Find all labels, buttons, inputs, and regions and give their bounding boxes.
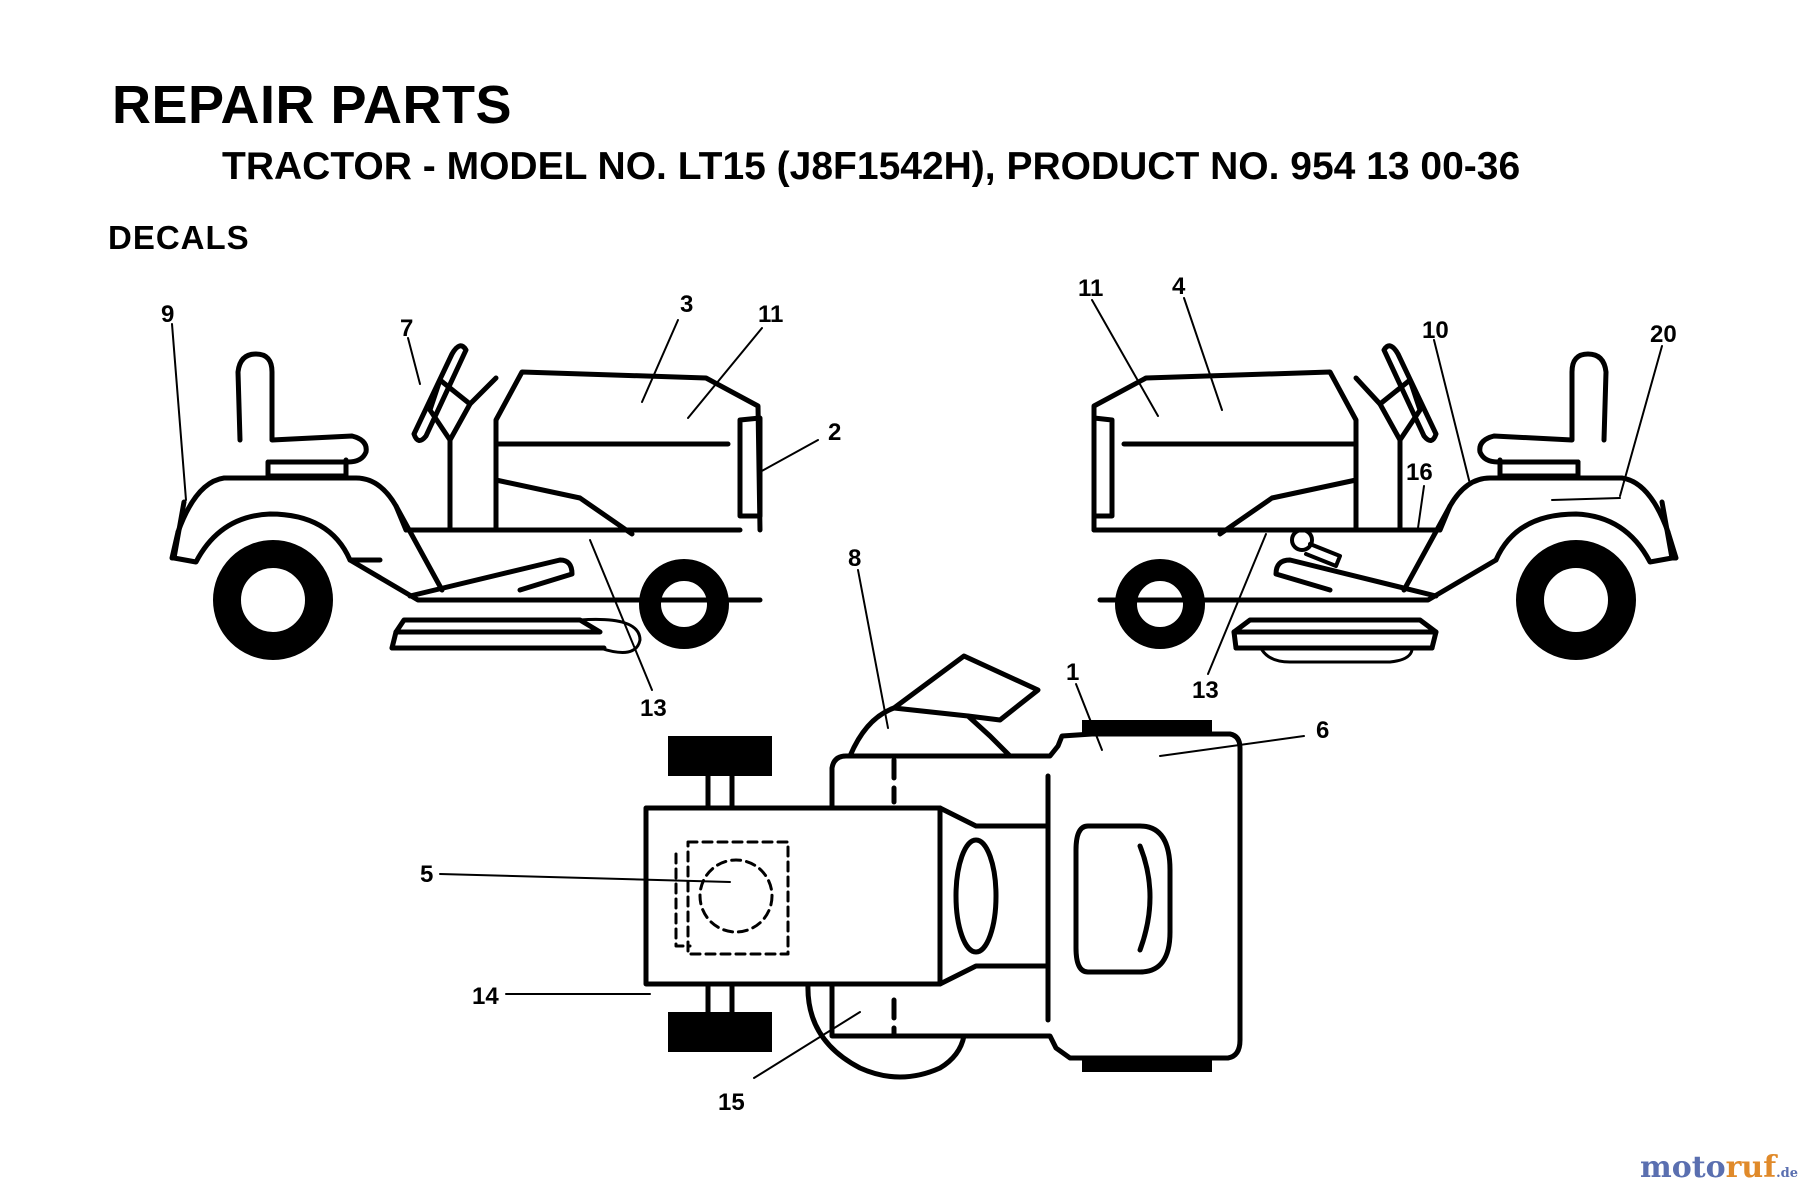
callout-2: 2: [828, 419, 841, 446]
tractor-left-view: [169, 343, 763, 660]
callout-14: 14: [472, 983, 499, 1010]
callout-10: 10: [1422, 317, 1449, 344]
watermark-part1: moto: [1640, 1150, 1726, 1185]
callout-4: 4: [1172, 273, 1186, 300]
callout-11-left: 11: [758, 301, 783, 328]
section-heading: DECALS: [108, 219, 250, 256]
page-subtitle: TRACTOR - MODEL NO. LT15 (J8F1542H), PRO…: [222, 145, 1521, 188]
callout-15: 15: [718, 1089, 745, 1116]
callout-13-right: 13: [1192, 677, 1219, 704]
callout-5: 5: [420, 861, 433, 888]
callout-1: 1: [1066, 659, 1079, 686]
leader-lines: [171, 297, 1663, 1079]
callout-7: 7: [400, 315, 413, 342]
callout-13-left: 13: [640, 695, 667, 722]
watermark-part2: ruf: [1725, 1150, 1777, 1185]
callout-6: 6: [1316, 717, 1329, 744]
watermark-part3: .de: [1776, 1166, 1799, 1181]
tractor-top-view: [643, 653, 1243, 1080]
callout-8: 8: [848, 545, 861, 572]
callout-20: 20: [1650, 321, 1677, 348]
watermark-logo: motoruf.de: [1640, 1150, 1798, 1185]
callout-labels: 9 7 3 11 2 13 11 4 10 16 20 13 8 1 6 5 1…: [161, 273, 1677, 1116]
callout-11-right: 11: [1078, 275, 1103, 302]
callout-9: 9: [161, 301, 174, 328]
callout-16: 16: [1406, 459, 1433, 486]
tractor-right-view: [1091, 343, 1679, 664]
callout-3: 3: [680, 291, 693, 318]
page-title: REPAIR PARTS: [112, 75, 513, 135]
